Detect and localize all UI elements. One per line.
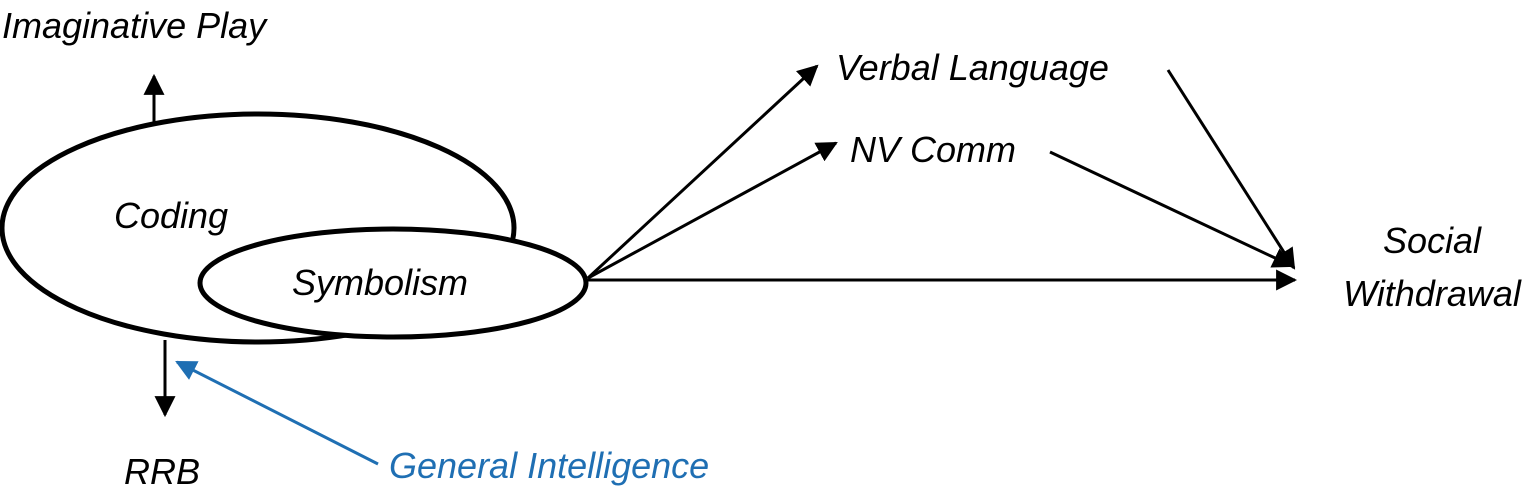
- arrow-general-intelligence-to-coding: [175, 360, 379, 466]
- arrow-nv-comm-to-social-withdrawal: [1049, 150, 1294, 268]
- symbolism-ellipse: [197, 226, 589, 340]
- symbolism-label: Symbolism: [292, 262, 468, 303]
- arrow-symbolism-to-verbal-language: [586, 64, 819, 280]
- social-withdrawal-label-line2: Withdrawal: [1343, 273, 1522, 314]
- social-withdrawal-label-line1: Social: [1383, 220, 1482, 261]
- rrb-label: RRB: [124, 451, 200, 492]
- imaginative-play-label: Imaginative Play: [2, 5, 268, 46]
- nv-comm-label: NV Comm: [850, 129, 1016, 170]
- arrow-symbolism-to-nv-comm: [587, 141, 838, 280]
- general-intelligence-label: General Intelligence: [389, 445, 709, 486]
- verbal-language-label: Verbal Language: [836, 47, 1109, 88]
- arrow-verbal-language-to-social-withdrawal: [1166, 69, 1296, 270]
- coding-label: Coding: [114, 195, 228, 236]
